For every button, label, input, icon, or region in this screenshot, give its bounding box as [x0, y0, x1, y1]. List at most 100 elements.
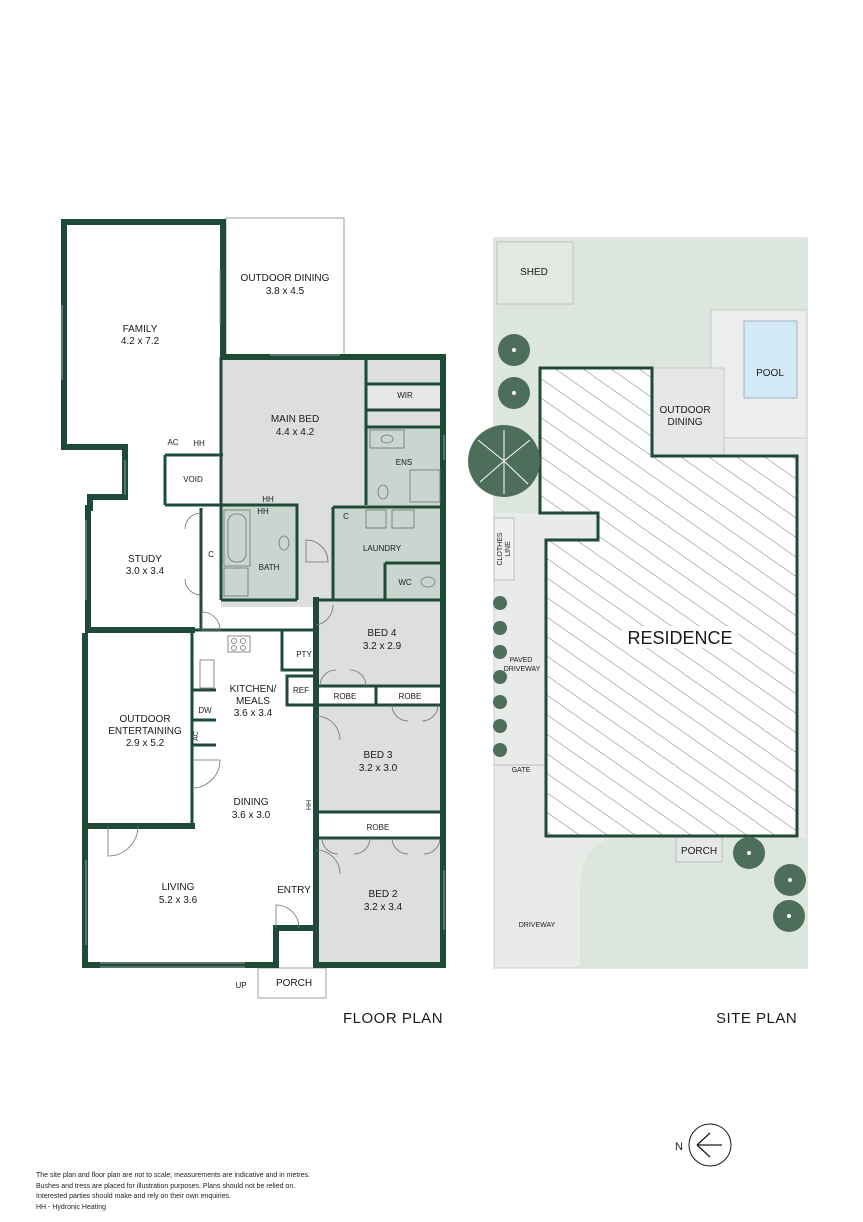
- robe-label-3: ROBE: [367, 823, 390, 832]
- c-label-2: C: [343, 512, 349, 521]
- kitchen-label-2: MEALS: [236, 696, 270, 707]
- tree-icon: [468, 425, 540, 497]
- bed2-fill: [316, 838, 442, 964]
- pool-label: POOL: [756, 368, 784, 379]
- driveway-label: DRIVEWAY: [519, 922, 556, 929]
- walls: [61, 219, 446, 968]
- robe-label-2: ROBE: [399, 692, 422, 701]
- living-dim: 5.2 x 3.6: [159, 895, 198, 906]
- windows: [61, 270, 445, 968]
- laundry-label: LAUNDRY: [363, 544, 402, 553]
- bed3-dim: 3.2 x 3.0: [359, 763, 398, 774]
- residence-label: RESIDENCE: [627, 628, 732, 648]
- front-lawn: [580, 838, 807, 968]
- gate-label: GATE: [512, 767, 531, 774]
- hh-label-1: HH: [193, 439, 205, 448]
- kitchen-label: KITCHEN/: [230, 684, 277, 695]
- main-bed-dim: 4.4 x 4.2: [276, 427, 315, 438]
- tree-icon: [774, 864, 806, 896]
- robe-label-1: ROBE: [334, 692, 357, 701]
- main-bed-label: MAIN BED: [271, 414, 319, 425]
- dining-label: DINING: [234, 797, 269, 808]
- dining-dim: 3.6 x 3.0: [232, 810, 271, 821]
- site-plan-labels: SHED POOL OUTDOOR DINING RESIDENCE CLOTH…: [497, 267, 784, 929]
- living-label: LIVING: [162, 882, 195, 893]
- bed4-fill: [316, 600, 442, 686]
- outdoor-dining-label: OUTDOOR DINING: [241, 273, 330, 284]
- bed3-fill: [316, 705, 442, 812]
- tree-icon: [498, 377, 530, 409]
- void-label: VOID: [183, 475, 203, 484]
- bush-icon: [493, 743, 507, 757]
- pool: [743, 320, 798, 399]
- bush-icon: [493, 596, 507, 610]
- inner-walls: [163, 357, 443, 840]
- bush-icon: [493, 670, 507, 684]
- ens-label: ENS: [396, 458, 412, 467]
- laundry-fill: [333, 507, 443, 601]
- bed2-label: BED 2: [369, 889, 398, 900]
- study-dim: 3.0 x 3.4: [126, 566, 165, 577]
- wc-label: WC: [398, 578, 412, 587]
- dw-label: DW: [198, 706, 212, 715]
- bush-icon: [493, 645, 507, 659]
- tree-icon: [498, 334, 530, 366]
- floor-plan-heading: FLOOR PLAN: [343, 1010, 444, 1027]
- kitchen-dim: 3.6 x 3.4: [234, 708, 273, 719]
- floor-plan: FAMILY 4.2 x 7.2 OUTDOOR DINING 3.8 x 4.…: [61, 217, 446, 999]
- family-label: FAMILY: [123, 324, 158, 335]
- outdoor-dining-dim: 3.8 x 4.5: [266, 286, 305, 297]
- porch-site: [675, 835, 723, 863]
- paved-driveway-label: PAVED: [510, 657, 533, 664]
- ac-label-2: AC: [167, 438, 178, 447]
- porch-label: PORCH: [276, 978, 312, 989]
- wir-fill: [366, 384, 442, 410]
- residence-label-bg: [622, 626, 738, 648]
- floor-plan-labels: FAMILY 4.2 x 7.2 OUTDOOR DINING 3.8 x 4.…: [108, 273, 421, 990]
- up-label: UP: [235, 981, 246, 990]
- tree-icon: [733, 837, 765, 869]
- shed: [496, 241, 574, 305]
- bed2-dim: 3.2 x 3.4: [364, 902, 403, 913]
- ac-label-1: AC: [193, 731, 200, 741]
- tree-icon: [773, 900, 805, 932]
- ref-label: REF: [293, 686, 309, 695]
- bed4-label: BED 4: [368, 628, 397, 639]
- rear-lawn: [721, 238, 807, 310]
- wir-label: WIR: [397, 391, 413, 400]
- outdoor-ent-label: OUTDOOR: [119, 714, 170, 725]
- door-swings: [107, 512, 441, 929]
- note-line: Bushes and tress are placed for illustra…: [36, 1182, 296, 1190]
- study-label: STUDY: [128, 554, 162, 565]
- trees: [468, 334, 806, 932]
- clothes-line-label: CLOTHES: [497, 532, 504, 565]
- paved-driveway-label-2: DRIVEWAY: [504, 666, 541, 673]
- bed4-dim: 3.2 x 2.9: [363, 641, 402, 652]
- hh-label-4: HH: [306, 800, 313, 810]
- hh-label-2: HH: [262, 495, 274, 504]
- c-label-1: C: [208, 550, 214, 559]
- site-plan: SHED POOL OUTDOOR DINING RESIDENCE CLOTH…: [468, 237, 808, 969]
- residence: [538, 366, 799, 838]
- bed3-label: BED 3: [364, 750, 393, 761]
- fixtures: [199, 429, 441, 689]
- bath-label: BATH: [259, 563, 280, 572]
- pty-label: PTY: [296, 650, 312, 659]
- note-line: HH - Hydronic Heating: [36, 1203, 107, 1211]
- family-dim: 4.2 x 7.2: [121, 336, 160, 347]
- bath-fill: [221, 505, 297, 601]
- site-outdoor-dining-label-2: DINING: [668, 417, 703, 428]
- site-plan-heading: SITE PLAN: [716, 1010, 798, 1027]
- bush-icon: [493, 695, 507, 709]
- shed-label: SHED: [520, 267, 548, 278]
- note-line: Interested parties should make and rely …: [36, 1193, 231, 1200]
- site-outdoor-dining-label: OUTDOOR: [659, 405, 710, 416]
- site-porch-label: PORCH: [681, 846, 717, 857]
- entry-label: ENTRY: [277, 885, 311, 896]
- bush-icon: [493, 621, 507, 635]
- porch-outline: [257, 967, 327, 999]
- hh-label-3: HH: [257, 507, 269, 516]
- outdoor-ent-dim: 2.9 x 5.2: [126, 738, 165, 749]
- clothes-line-label-2: LINE: [505, 541, 512, 557]
